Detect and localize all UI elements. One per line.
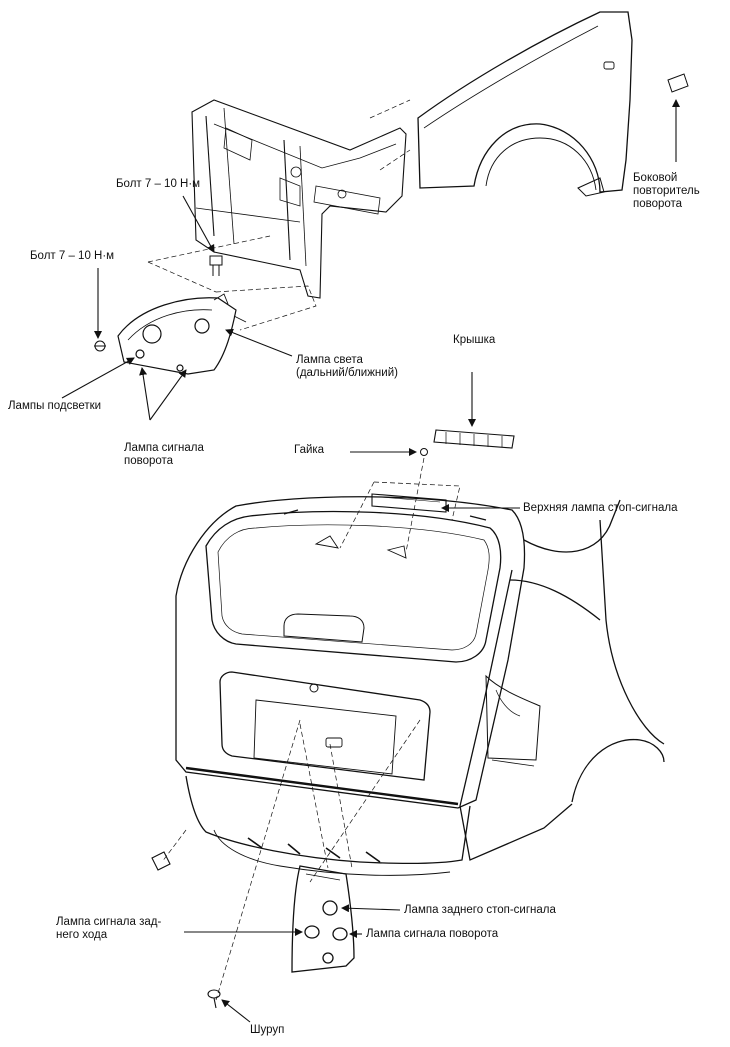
label-headlamp: Лампа света (дальний/ближний) [296,354,398,379]
front-end-module [191,99,407,299]
leader-rear-stop [341,904,401,913]
nut-part [420,448,428,456]
side-repeater-part [667,73,689,93]
label-rear-turn-lamp: Лампа сигнала поворота [366,928,499,940]
alignment-lines-stop [339,457,461,553]
leader-turn-1 [139,367,151,421]
screw-part [207,989,221,1009]
leader-bolt-upper [182,195,215,253]
label-position-lamps: Лампы подсветки [8,400,102,412]
rear-combination-lamp [291,865,355,973]
leader-lines [61,99,680,1023]
leader-headlamp [225,328,293,357]
rear-bumper [185,775,471,876]
label-bolt-lower: Болт 7 – 10 Н·м [30,250,115,262]
leader-turn-2 [149,369,187,421]
label-nut: Гайка [294,444,325,456]
label-side-repeater: Боковой повторитель поворота [633,172,700,210]
label-cover: Крышка [453,334,496,346]
alignment-lines-front [147,99,411,331]
bolt-lower-part [94,340,106,352]
label-high-stop-lamp: Верхняя лампа стоп-сигнала [523,502,678,514]
leader-screw [221,999,251,1023]
label-front-turn-lamp: Лампа сигнала поворота [124,442,204,467]
label-screw: Шуруп [250,1024,285,1036]
label-rear-stop-lamp: Лампа заднего стоп-сигнала [404,904,556,916]
tailgate [175,496,526,809]
leader-position-lamps [61,357,135,399]
bolt-upper-part [209,255,223,276]
clip-part [151,851,171,871]
label-bolt-upper: Болт 7 – 10 Н·м [116,178,201,190]
headlamp-unit [117,293,247,375]
label-reverse-lamp: Лампа сигнала зад- него хода [56,916,162,941]
cover-part [433,429,515,449]
front-fender [417,11,633,197]
rear-body [459,499,665,861]
